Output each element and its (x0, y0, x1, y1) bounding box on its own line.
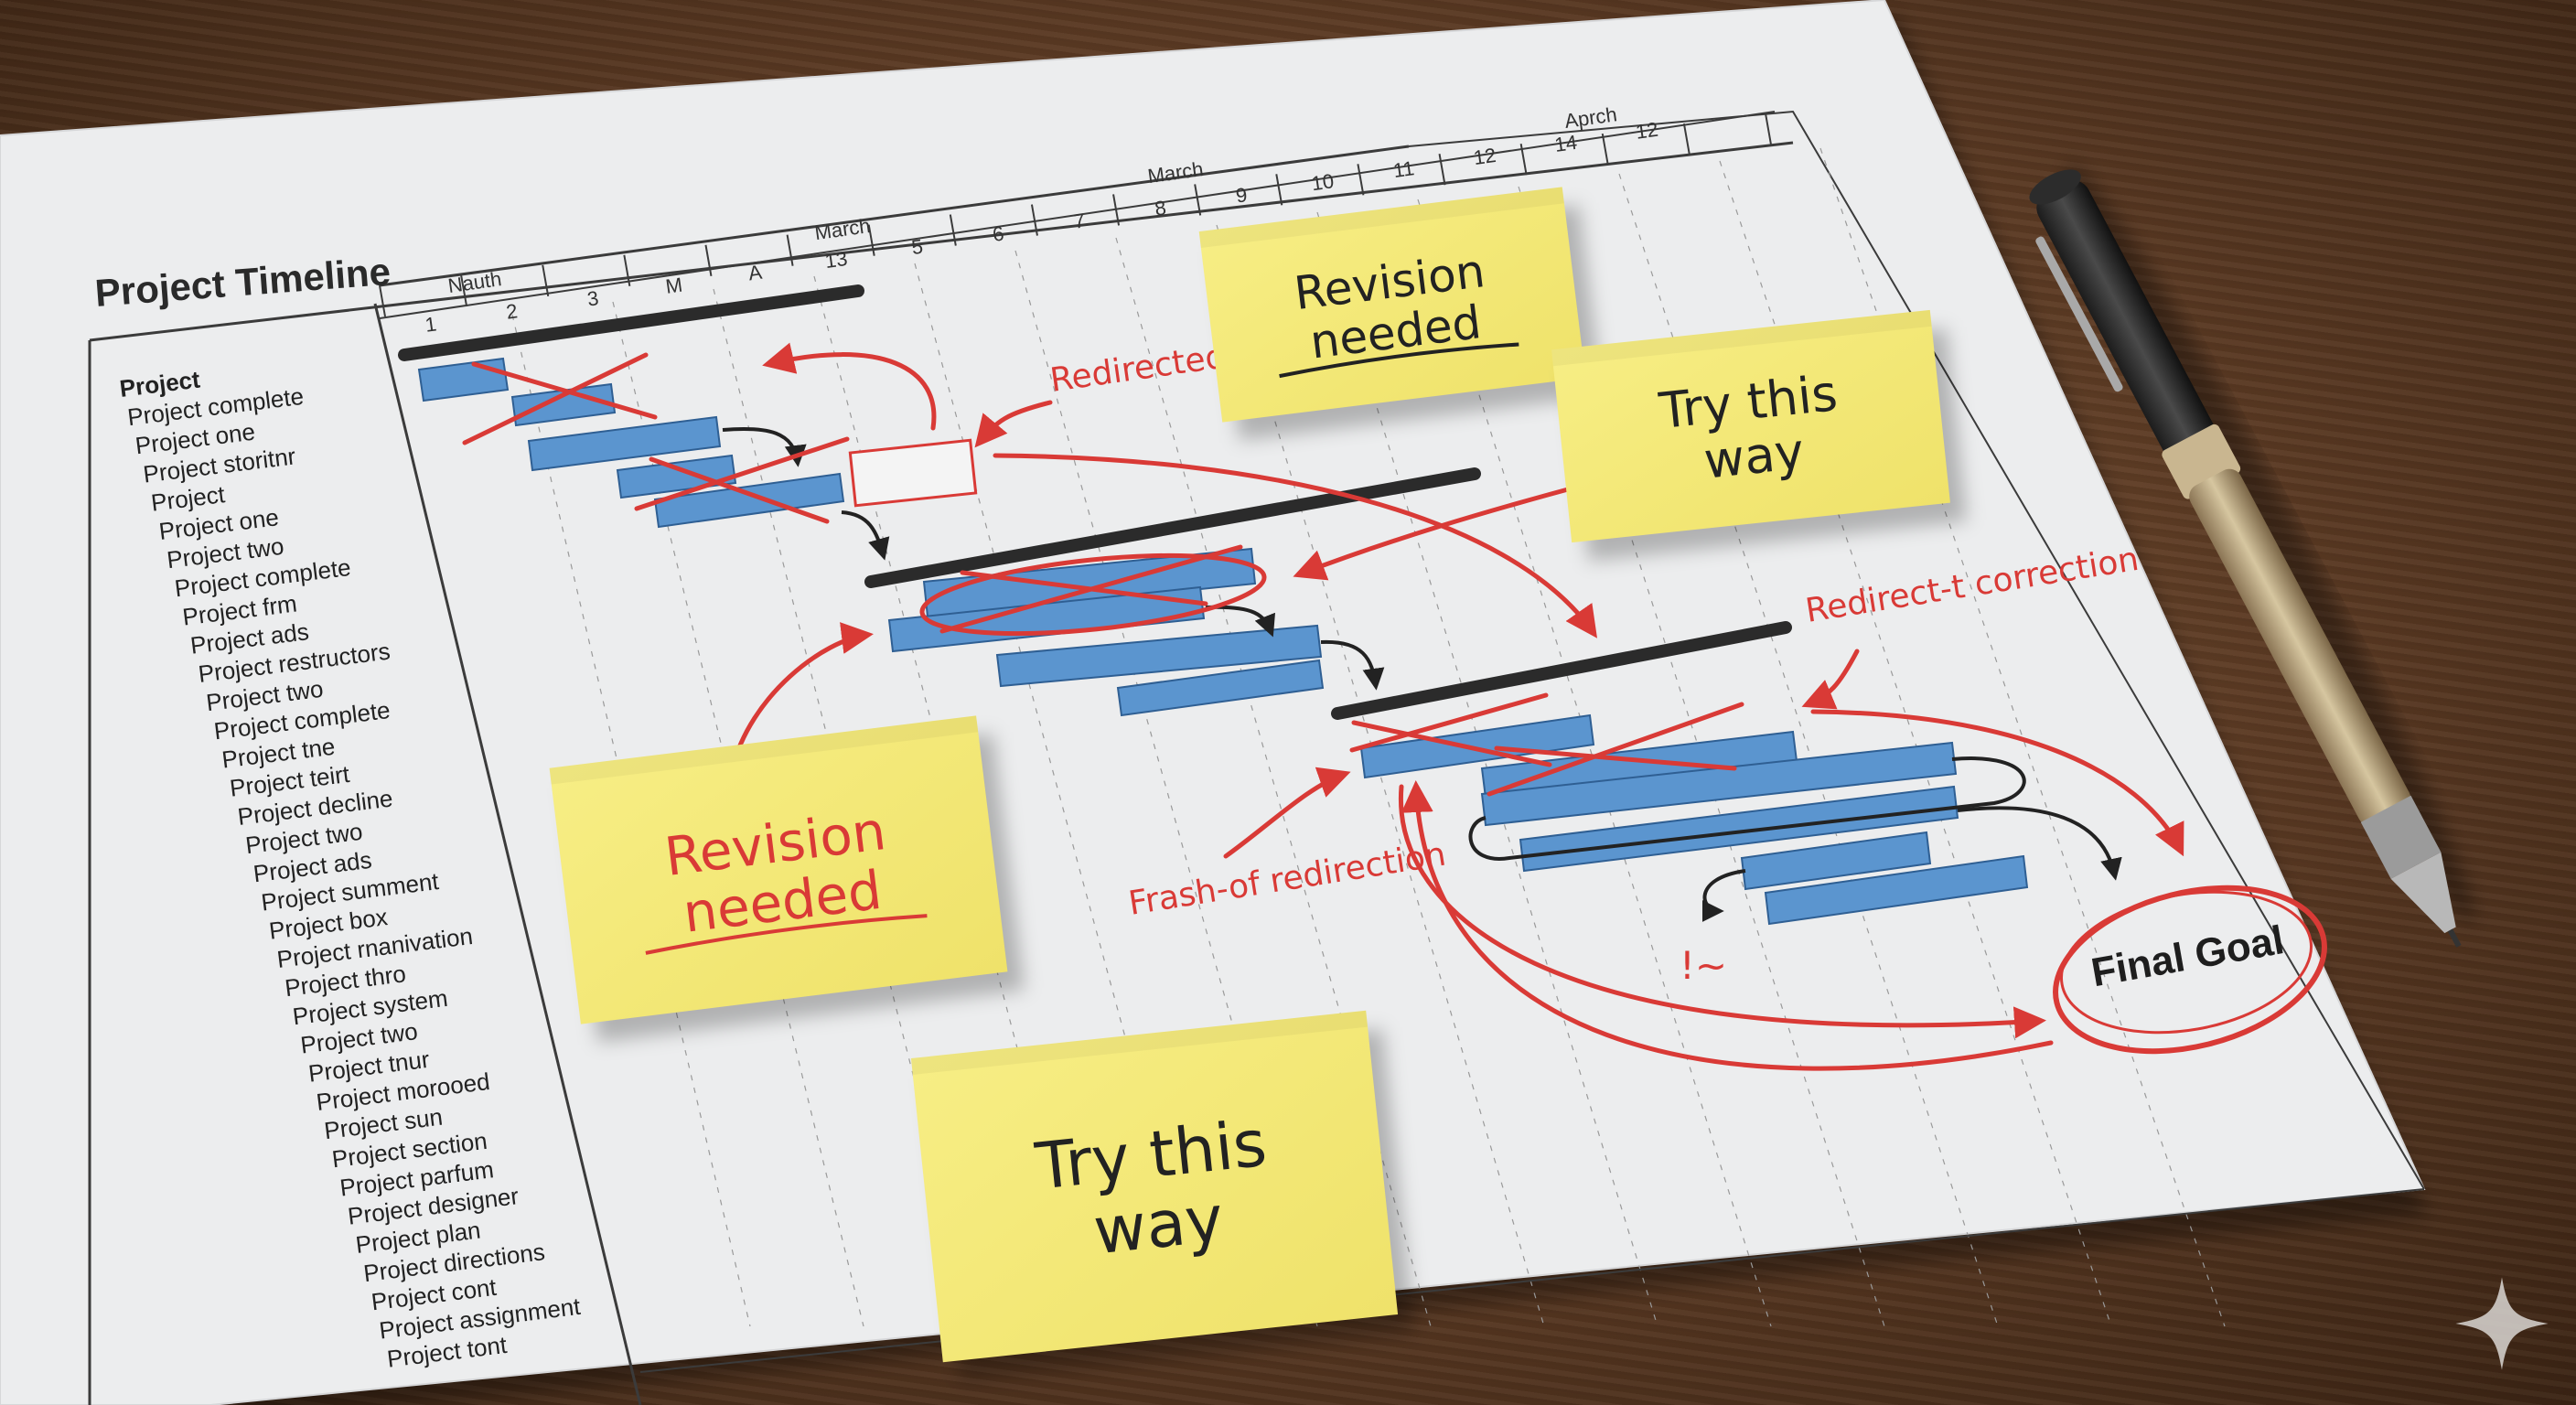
day-label: 1 (424, 312, 438, 336)
underline (1279, 342, 1519, 379)
day-label: 5 (910, 235, 925, 259)
day-label: 12 (1634, 118, 1659, 144)
placeholder-box (848, 438, 978, 508)
day-label: 10 (1310, 169, 1336, 195)
task-bar (1116, 659, 1325, 717)
sticky-note: Try thisway (910, 1010, 1415, 1381)
task-bar (527, 415, 722, 472)
annotation-exclaim: !~ (1680, 943, 1727, 988)
task-bar (1764, 854, 2029, 926)
task-bar (616, 454, 737, 499)
summary-bar (864, 467, 1481, 588)
sticky-note: Try thisway (1551, 309, 1968, 562)
day-label: A (746, 261, 763, 285)
day-label: 8 (1154, 196, 1168, 220)
day-label: 13 (823, 247, 849, 273)
task-bar (1740, 831, 1932, 891)
task-bar (1359, 713, 1595, 779)
day-label: 14 (1553, 131, 1579, 156)
day-label: 3 (585, 286, 600, 310)
redirect-arrows (729, 342, 2184, 1071)
sticky-note-text: Revisionneeded (661, 799, 896, 946)
sticky-note: Revisionneeded (1198, 187, 1603, 441)
underline (645, 914, 928, 955)
day-label: 9 (1234, 183, 1249, 207)
day-label: M (664, 273, 684, 298)
task-bar (653, 472, 845, 529)
cross-outs (462, 352, 1744, 797)
summary-bar (398, 284, 864, 361)
day-label: 6 (992, 221, 1006, 245)
day-label: 11 (1391, 156, 1415, 182)
summary-bar (1331, 621, 1792, 720)
day-label: 12 (1472, 144, 1497, 169)
task-bar (1519, 785, 1959, 873)
pen (2029, 163, 2474, 948)
task-bar (1480, 741, 1958, 827)
sparkle-icon (2455, 1277, 2549, 1370)
summary-bars (398, 284, 1792, 720)
task-bar (887, 585, 1206, 653)
day-label: 7 (1072, 209, 1087, 232)
day-label: 2 (505, 299, 520, 323)
sticky-note: Revisionneeded (549, 715, 1025, 1043)
task-bar (995, 624, 1323, 688)
